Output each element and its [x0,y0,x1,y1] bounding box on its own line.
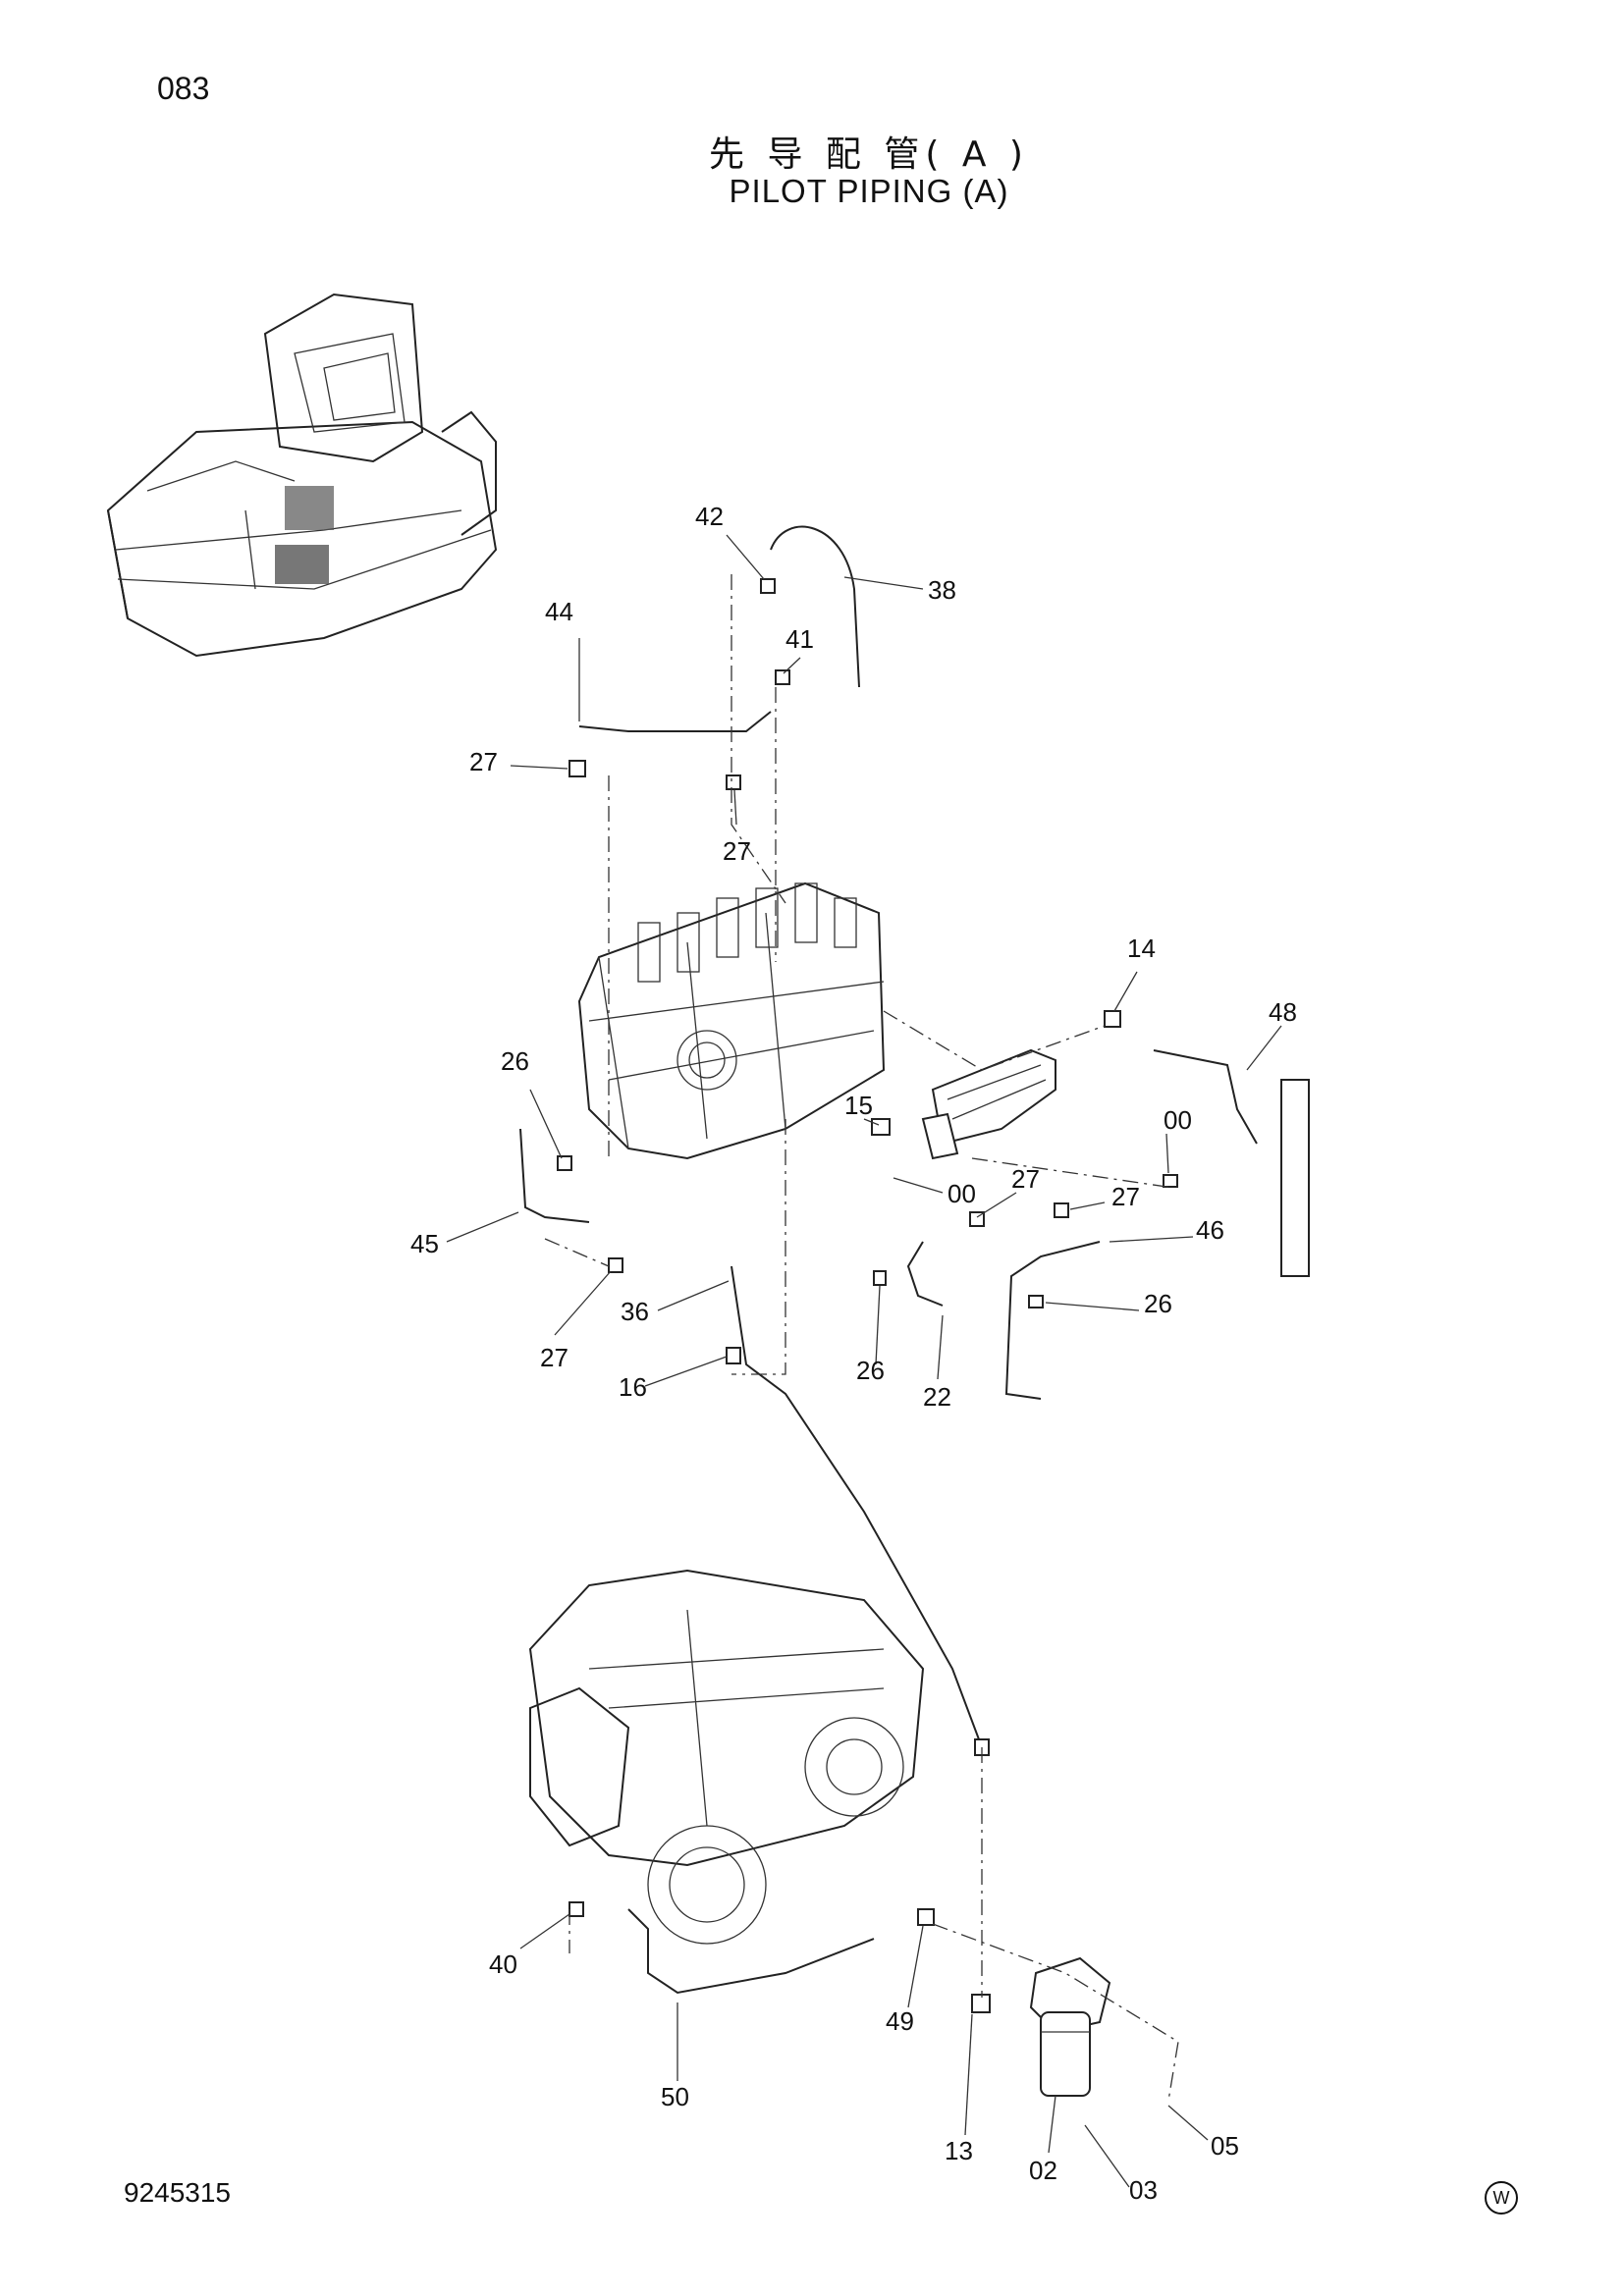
callout-label: 22 [923,1382,951,1412]
solenoid-valve-illustration [921,1048,1056,1160]
callout-label: 13 [945,2136,973,2165]
callout-label: 00 [947,1179,976,1208]
bracket-plate [1280,1079,1310,1277]
control-valve-illustration [577,881,886,1160]
pipe-45 [519,1128,590,1223]
callout-label: 44 [545,597,573,626]
page-title-chinese: 先 导 配 管( A ) [709,134,1029,175]
callout-label: 27 [1011,1164,1040,1194]
callout-label: 15 [844,1091,873,1120]
pipe-22 [906,1241,944,1307]
machine-overview-illustration [106,293,498,658]
callout-label: 03 [1129,2175,1158,2205]
page-title: PILOT PIPING (A) [729,173,1009,209]
callout-label: 27 [540,1343,568,1372]
callout-label: 14 [1127,934,1156,963]
fittings [557,578,1178,2013]
callout-label: 26 [501,1046,529,1076]
callout-label: 49 [886,2006,914,2036]
callout-label: 27 [1111,1182,1140,1211]
drawing-number: 9245315 [124,2177,232,2208]
callout-label: 00 [1164,1105,1192,1135]
hose-50 [627,1908,875,1995]
pipe-44 [578,711,772,732]
callout-label: 45 [410,1229,439,1258]
callout-label: 46 [1196,1215,1224,1245]
callout-label: 27 [469,747,498,776]
hydraulic-pump-illustration [528,1569,925,1945]
callout-label: 40 [489,1949,517,1979]
callout-label: 05 [1211,2131,1239,2161]
callout-label: 42 [695,502,724,531]
pipes-and-hoses [519,525,1310,1995]
callout-label: 16 [619,1372,647,1402]
callout-leaders [446,534,1282,2188]
hose-48 [1153,1049,1258,1145]
pipe-46 [1004,1241,1101,1400]
hose-38 [770,525,860,688]
callout-labels: 42 38 41 44 27 27 14 48 26 15 00 00 27 2… [410,502,1297,2205]
callout-label: 38 [928,575,956,605]
callout-label: 02 [1029,2156,1057,2185]
callout-label: 36 [621,1297,649,1326]
pilot-filter-illustration [1029,1956,1111,2097]
callout-label: 48 [1269,997,1297,1027]
circled-mark: W [1485,2181,1518,2215]
callout-label: 26 [856,1356,885,1385]
callout-label: 50 [661,2082,689,2111]
callout-label: 41 [785,624,814,654]
hose-36 [731,1265,983,1748]
callout-label: 26 [1144,1289,1172,1318]
assembly-centerlines [544,574,1179,2102]
callout-label: 27 [723,836,751,866]
page-number: 083 [157,71,210,106]
